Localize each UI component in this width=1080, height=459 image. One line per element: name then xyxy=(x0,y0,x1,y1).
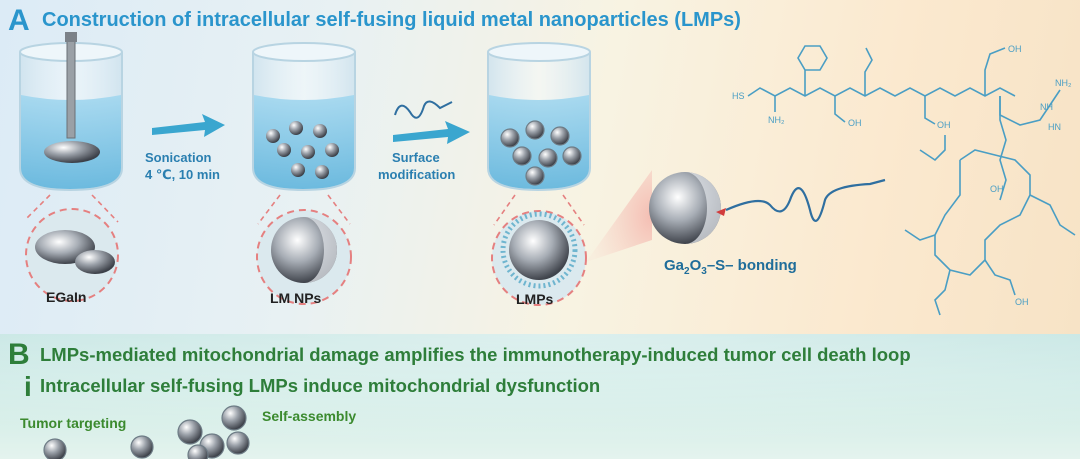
arrow-sonication xyxy=(152,114,225,137)
zoom-beam xyxy=(586,170,652,262)
label-nh-top: NH xyxy=(1040,102,1053,112)
inset-lm-nps xyxy=(256,194,352,305)
label-oh2: OH xyxy=(937,120,951,130)
panel-b-title: LMPs-mediated mitochondrial damage ampli… xyxy=(40,344,911,365)
peptide-structure xyxy=(747,45,1076,316)
label-hn: HN xyxy=(1048,122,1061,132)
inset-lmps-label: LMPs xyxy=(516,291,554,307)
beaker-lm-nps xyxy=(252,42,356,192)
beaker-egain xyxy=(19,32,123,192)
label-sh: HS xyxy=(732,91,745,101)
inset-egain-label: EGaIn xyxy=(46,289,87,305)
inset-lmps xyxy=(491,194,587,306)
panel-b-particles xyxy=(43,405,250,459)
label-self-assembly: Self-assembly xyxy=(262,408,357,424)
peptide-atom-labels: HS NH₂ OH OH OH OH OH HN NH₂ NH xyxy=(732,44,1072,307)
panel-b-numeral: i xyxy=(24,371,32,402)
label-tumor-targeting: Tumor targeting xyxy=(20,415,127,431)
polymer-squiggle-large xyxy=(725,178,886,222)
panel-b-letter: B xyxy=(8,338,30,371)
panel-a-letter: A xyxy=(8,4,30,37)
label-nh2: NH₂ xyxy=(768,115,785,125)
step2-line2: modification xyxy=(378,167,456,182)
polymer-squiggle-small xyxy=(394,100,453,119)
beaker-lmps xyxy=(487,42,591,192)
arrow-surface-modification xyxy=(393,121,470,144)
inset-egain xyxy=(24,194,119,302)
step2-line1: Surface xyxy=(392,150,440,165)
step1-line2: 4 ℃, 10 min xyxy=(145,167,220,182)
panel-b-subtitle: Intracellular self-fusing LMPs induce mi… xyxy=(40,375,601,396)
inset-lm-nps-label: LM NPs xyxy=(270,290,322,306)
label-oh1: OH xyxy=(848,118,862,128)
label-oh3: OH xyxy=(1008,44,1022,54)
label-oh4: OH xyxy=(990,184,1004,194)
label-oh5: OH xyxy=(1015,297,1029,307)
bonding-label: Ga2O3–S– bonding xyxy=(664,257,797,277)
label-nh2-top: NH₂ xyxy=(1055,78,1072,88)
large-lm-particle xyxy=(649,172,726,244)
step1-line1: Sonication xyxy=(145,150,212,165)
panel-a-title: Construction of intracellular self-fusin… xyxy=(42,9,741,31)
